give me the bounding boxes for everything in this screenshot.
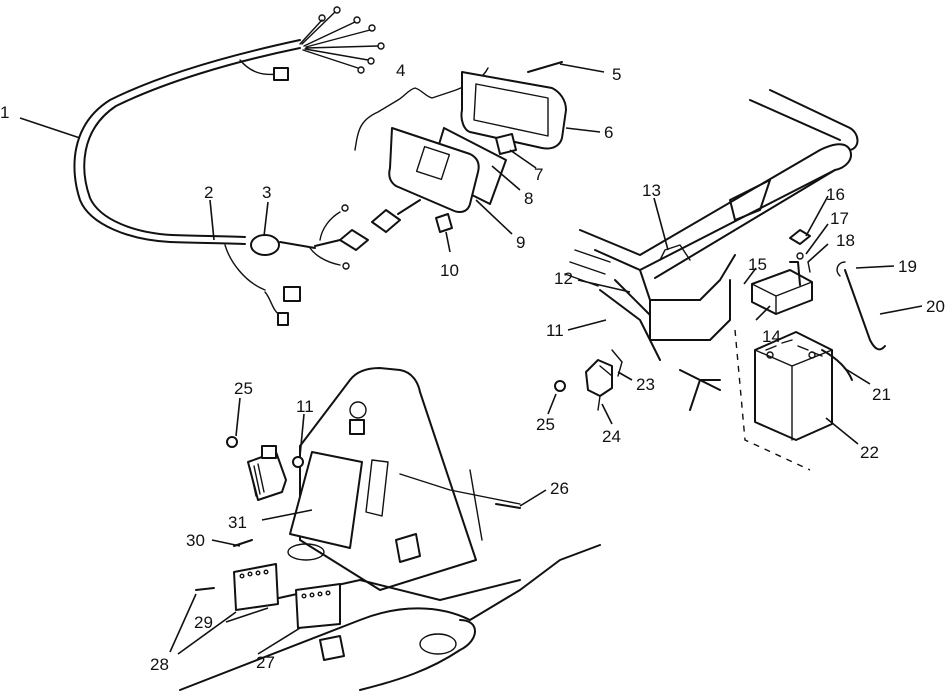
leader-lines bbox=[19, 63, 923, 655]
callout-12: 12 bbox=[554, 269, 573, 288]
callout-5: 5 bbox=[612, 65, 621, 84]
battery-assembly bbox=[734, 229, 886, 471]
callout-23: 23 bbox=[636, 375, 655, 394]
callout-15: 15 bbox=[748, 255, 767, 274]
callout-17: 17 bbox=[830, 209, 849, 228]
callout-labels: 1 2 3 4 5 6 7 8 9 10 11 11 12 13 14 15 1… bbox=[0, 61, 945, 674]
callout-30: 30 bbox=[186, 531, 205, 550]
callout-25-right: 25 bbox=[536, 415, 555, 434]
callout-11-right: 11 bbox=[546, 321, 564, 340]
callout-27: 27 bbox=[256, 653, 275, 672]
front-panel-assembly bbox=[179, 367, 601, 691]
callout-24: 24 bbox=[602, 427, 621, 446]
tail-light-assembly bbox=[354, 61, 567, 233]
callout-16: 16 bbox=[826, 185, 845, 204]
callout-25-left: 25 bbox=[234, 379, 253, 398]
callout-9: 9 bbox=[516, 233, 525, 252]
callout-29: 29 bbox=[194, 613, 213, 632]
callout-6: 6 bbox=[604, 123, 613, 142]
voltage-regulator bbox=[554, 349, 623, 411]
callout-8: 8 bbox=[524, 189, 533, 208]
wiring-harness bbox=[73, 6, 421, 326]
callout-4: 4 bbox=[396, 61, 405, 80]
callout-3: 3 bbox=[262, 183, 271, 202]
callout-10: 10 bbox=[440, 261, 459, 280]
callout-18: 18 bbox=[836, 231, 855, 250]
callout-20: 20 bbox=[926, 297, 945, 316]
callout-21: 21 bbox=[872, 385, 891, 404]
callout-26: 26 bbox=[550, 479, 569, 498]
callout-7: 7 bbox=[534, 165, 543, 184]
callout-28: 28 bbox=[150, 655, 169, 674]
callout-1: 1 bbox=[0, 103, 9, 122]
callout-13: 13 bbox=[642, 181, 661, 200]
callout-22: 22 bbox=[860, 443, 879, 462]
callout-31: 31 bbox=[228, 513, 247, 532]
callout-2: 2 bbox=[204, 183, 213, 202]
callout-14: 14 bbox=[762, 327, 781, 346]
callout-19: 19 bbox=[898, 257, 917, 276]
callout-11-left: 11 bbox=[296, 397, 314, 416]
